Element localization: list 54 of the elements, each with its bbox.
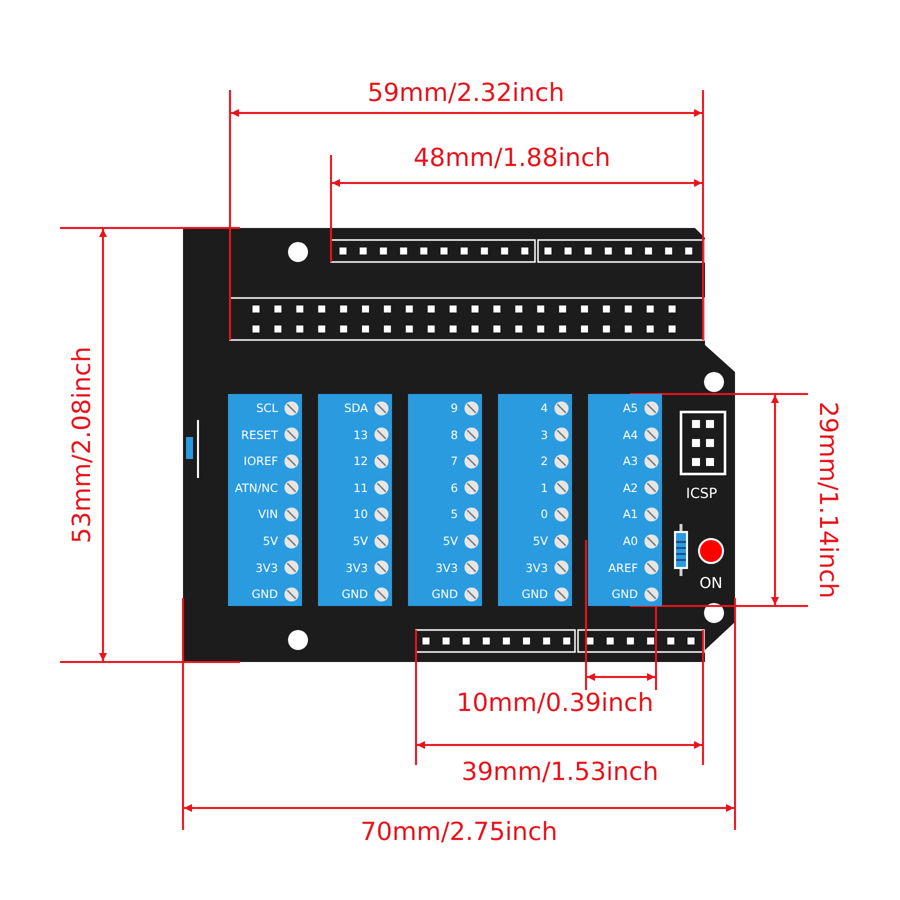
pin-label: ATN/NC (234, 480, 278, 495)
pin-label: A5 (622, 401, 638, 415)
pin-label: 3V3 (255, 560, 278, 575)
pin-label: 13 (353, 428, 368, 442)
pin-label: 4 (540, 401, 548, 415)
terminal-block (408, 394, 482, 606)
pin-label: GND (342, 587, 368, 602)
pin-label: 2 (540, 454, 548, 468)
dimension-label: 29mm/1.14inch (813, 402, 843, 598)
pin-label: SCL (256, 401, 278, 415)
pin-label: 3V3 (435, 560, 458, 575)
pin-label: GND (612, 587, 638, 602)
pin-label: 3V3 (345, 560, 368, 575)
pin-label: A0 (622, 534, 638, 548)
pin-label: 9 (450, 401, 458, 415)
pin-label: 3V3 (525, 560, 548, 575)
dimension-label: 48mm/1.88inch (414, 143, 610, 173)
pin-label: A1 (622, 507, 638, 522)
pin-label: 5 (450, 507, 458, 522)
pin-label: SDA (344, 401, 368, 415)
pin-label: 0 (540, 507, 548, 522)
pin-label: GND (432, 587, 458, 602)
pin-label: 6 (450, 480, 458, 495)
pin-label: RESET (241, 428, 278, 442)
pin-label: IOREF (244, 454, 278, 468)
header-label: ICSP (686, 486, 718, 502)
pin-label: 5V (262, 534, 278, 548)
pin-label: A2 (622, 480, 638, 495)
terminal-block (318, 394, 392, 606)
terminal-block (498, 394, 572, 606)
pin-label: 12 (353, 454, 368, 468)
pin-label: 1 (540, 480, 548, 495)
indicator-label: ON (699, 574, 723, 592)
pin-label: 8 (450, 428, 458, 442)
terminal-block (588, 394, 662, 606)
pin-label: 3 (540, 428, 548, 442)
pin-label: GND (252, 587, 278, 602)
dimension-label: 39mm/1.53inch (462, 757, 658, 787)
dimension-label: 59mm/2.32inch (368, 78, 564, 108)
terminal-block (228, 394, 302, 606)
pin-label: 11 (353, 480, 368, 495)
pin-label: A4 (622, 428, 638, 442)
dimension-label: 53mm/2.08inch (67, 346, 97, 544)
dimension-label: 70mm/2.75inch (360, 817, 558, 847)
pin-label: VIN (258, 507, 278, 522)
pin-label: 10 (353, 507, 368, 522)
pin-label: A3 (622, 454, 638, 468)
dimension-label: 10mm/0.39inch (456, 688, 654, 718)
pin-label: GND (522, 587, 548, 602)
pin-label: 5V (532, 534, 548, 548)
pin-label: 5V (352, 534, 368, 548)
pin-label: 7 (450, 454, 458, 468)
pin-label: AREF (608, 560, 638, 575)
pin-label: 5V (442, 534, 458, 548)
